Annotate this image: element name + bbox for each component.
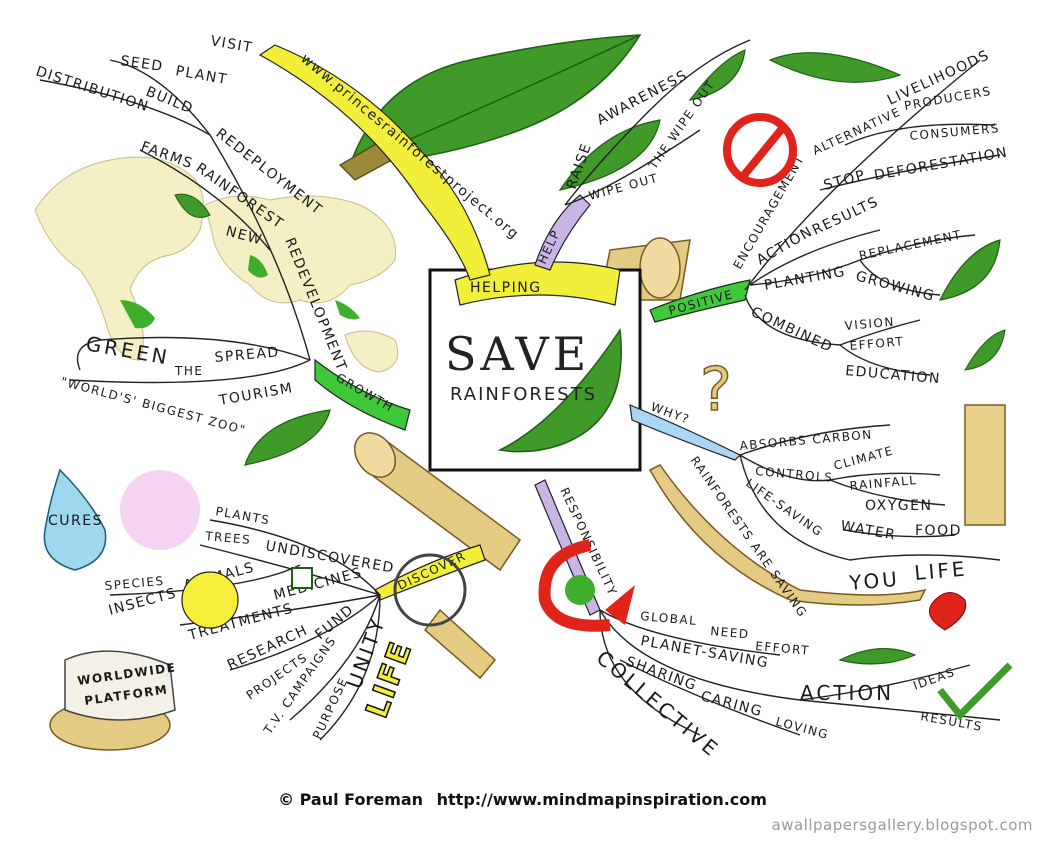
discover-branch xyxy=(374,544,486,601)
checkmark-icon xyxy=(937,662,1013,721)
label-effort-br: EFFORT xyxy=(755,639,811,658)
growth-branch xyxy=(314,358,411,431)
label-plants: PLANTS xyxy=(214,504,271,527)
footer-url[interactable]: http://www.mindmapinspiration.com xyxy=(436,790,767,809)
label-global: GLOBAL xyxy=(640,609,698,628)
label-tourism: TOURISM xyxy=(217,380,295,409)
label-action-br: ACTION xyxy=(800,681,894,705)
visit-branch xyxy=(258,44,491,281)
label-planting: PLANTING xyxy=(763,264,847,294)
label-species: SPECIES xyxy=(104,574,165,593)
footer-watermark: awallpapersgallery.blogspot.com xyxy=(771,816,1033,834)
label-consumers: CONSUMERS xyxy=(909,121,1000,143)
footer-copyright: © Paul Foreman xyxy=(278,790,424,809)
label-food: FOOD xyxy=(915,523,962,539)
label-effort: EFFORT xyxy=(849,334,905,353)
footer-credit: © Paul Foreman http://www.mindmapinspira… xyxy=(0,790,1045,809)
label-trees: TREES xyxy=(204,529,252,547)
no-symbol-icon xyxy=(723,113,797,187)
magnifier-icon xyxy=(393,553,467,627)
label-build: BUILD xyxy=(144,84,196,118)
recycle-arrow-icon xyxy=(538,539,635,632)
label-loving: LOVING xyxy=(774,714,830,742)
label-seed: SEED xyxy=(119,53,164,75)
label-results-br: RESULTS xyxy=(919,709,983,734)
flower-icon xyxy=(120,470,200,550)
why-branch xyxy=(629,404,742,461)
positive-branch xyxy=(649,279,751,323)
branch-lines xyxy=(39,39,1001,741)
label-growing: GROWING xyxy=(854,268,937,305)
label-need: NEED xyxy=(710,624,750,641)
center-save: SAVE xyxy=(445,327,590,381)
label-the: THE xyxy=(174,364,203,378)
animal-face-icon xyxy=(181,571,239,629)
label-climate: CLIMATE xyxy=(832,443,895,472)
center-rainforests: RAINFORESTS xyxy=(450,384,597,405)
medicine-cross-icon xyxy=(291,567,313,589)
label-spread: SPREAD xyxy=(214,344,280,366)
label-fund: FUND xyxy=(312,602,357,644)
label-deforestation: DEFORESTATION xyxy=(873,145,1010,184)
misc-leaves-icon xyxy=(838,239,1006,665)
center-helping: HELPING xyxy=(470,280,542,296)
label-distribution: DISTRIBUTION xyxy=(34,64,151,116)
log-icon xyxy=(339,129,1006,680)
worldwide-platform-icon xyxy=(49,650,176,751)
label-education: EDUCATION xyxy=(845,363,942,387)
central-image xyxy=(428,268,642,472)
label-water: WATER xyxy=(839,518,897,544)
question-mark-icon: ? xyxy=(700,355,732,425)
label-ideas: IDEAS xyxy=(911,665,957,693)
label-rainfall: RAINFALL xyxy=(849,473,918,493)
growth-leaf-icon xyxy=(174,193,331,466)
label-plant: PLANT xyxy=(174,63,229,88)
label-cures: CURES xyxy=(48,513,103,529)
branch-visit: VISIT xyxy=(209,33,254,56)
label-controls: CONTROLS xyxy=(755,464,834,485)
label-you: YOU xyxy=(847,567,900,595)
label-absorbs-carbon: ABSORBS CARBON xyxy=(739,427,873,453)
right-top-leaf-icon xyxy=(558,49,902,191)
label-combined: COMBINED xyxy=(748,304,835,356)
label-undiscovered: UNDISCOVERED xyxy=(264,538,396,576)
label-vision: VISION xyxy=(844,315,895,333)
help-branch xyxy=(534,194,591,271)
cures-drop-icon xyxy=(43,468,107,571)
world-map xyxy=(34,156,399,373)
label-life: LIFE xyxy=(913,556,968,585)
label-stop: STOP xyxy=(822,167,868,194)
heart-icon xyxy=(928,592,967,631)
label-replacement: REPLACEMENT xyxy=(858,227,963,262)
label-oxygen: OXYGEN xyxy=(865,498,932,514)
